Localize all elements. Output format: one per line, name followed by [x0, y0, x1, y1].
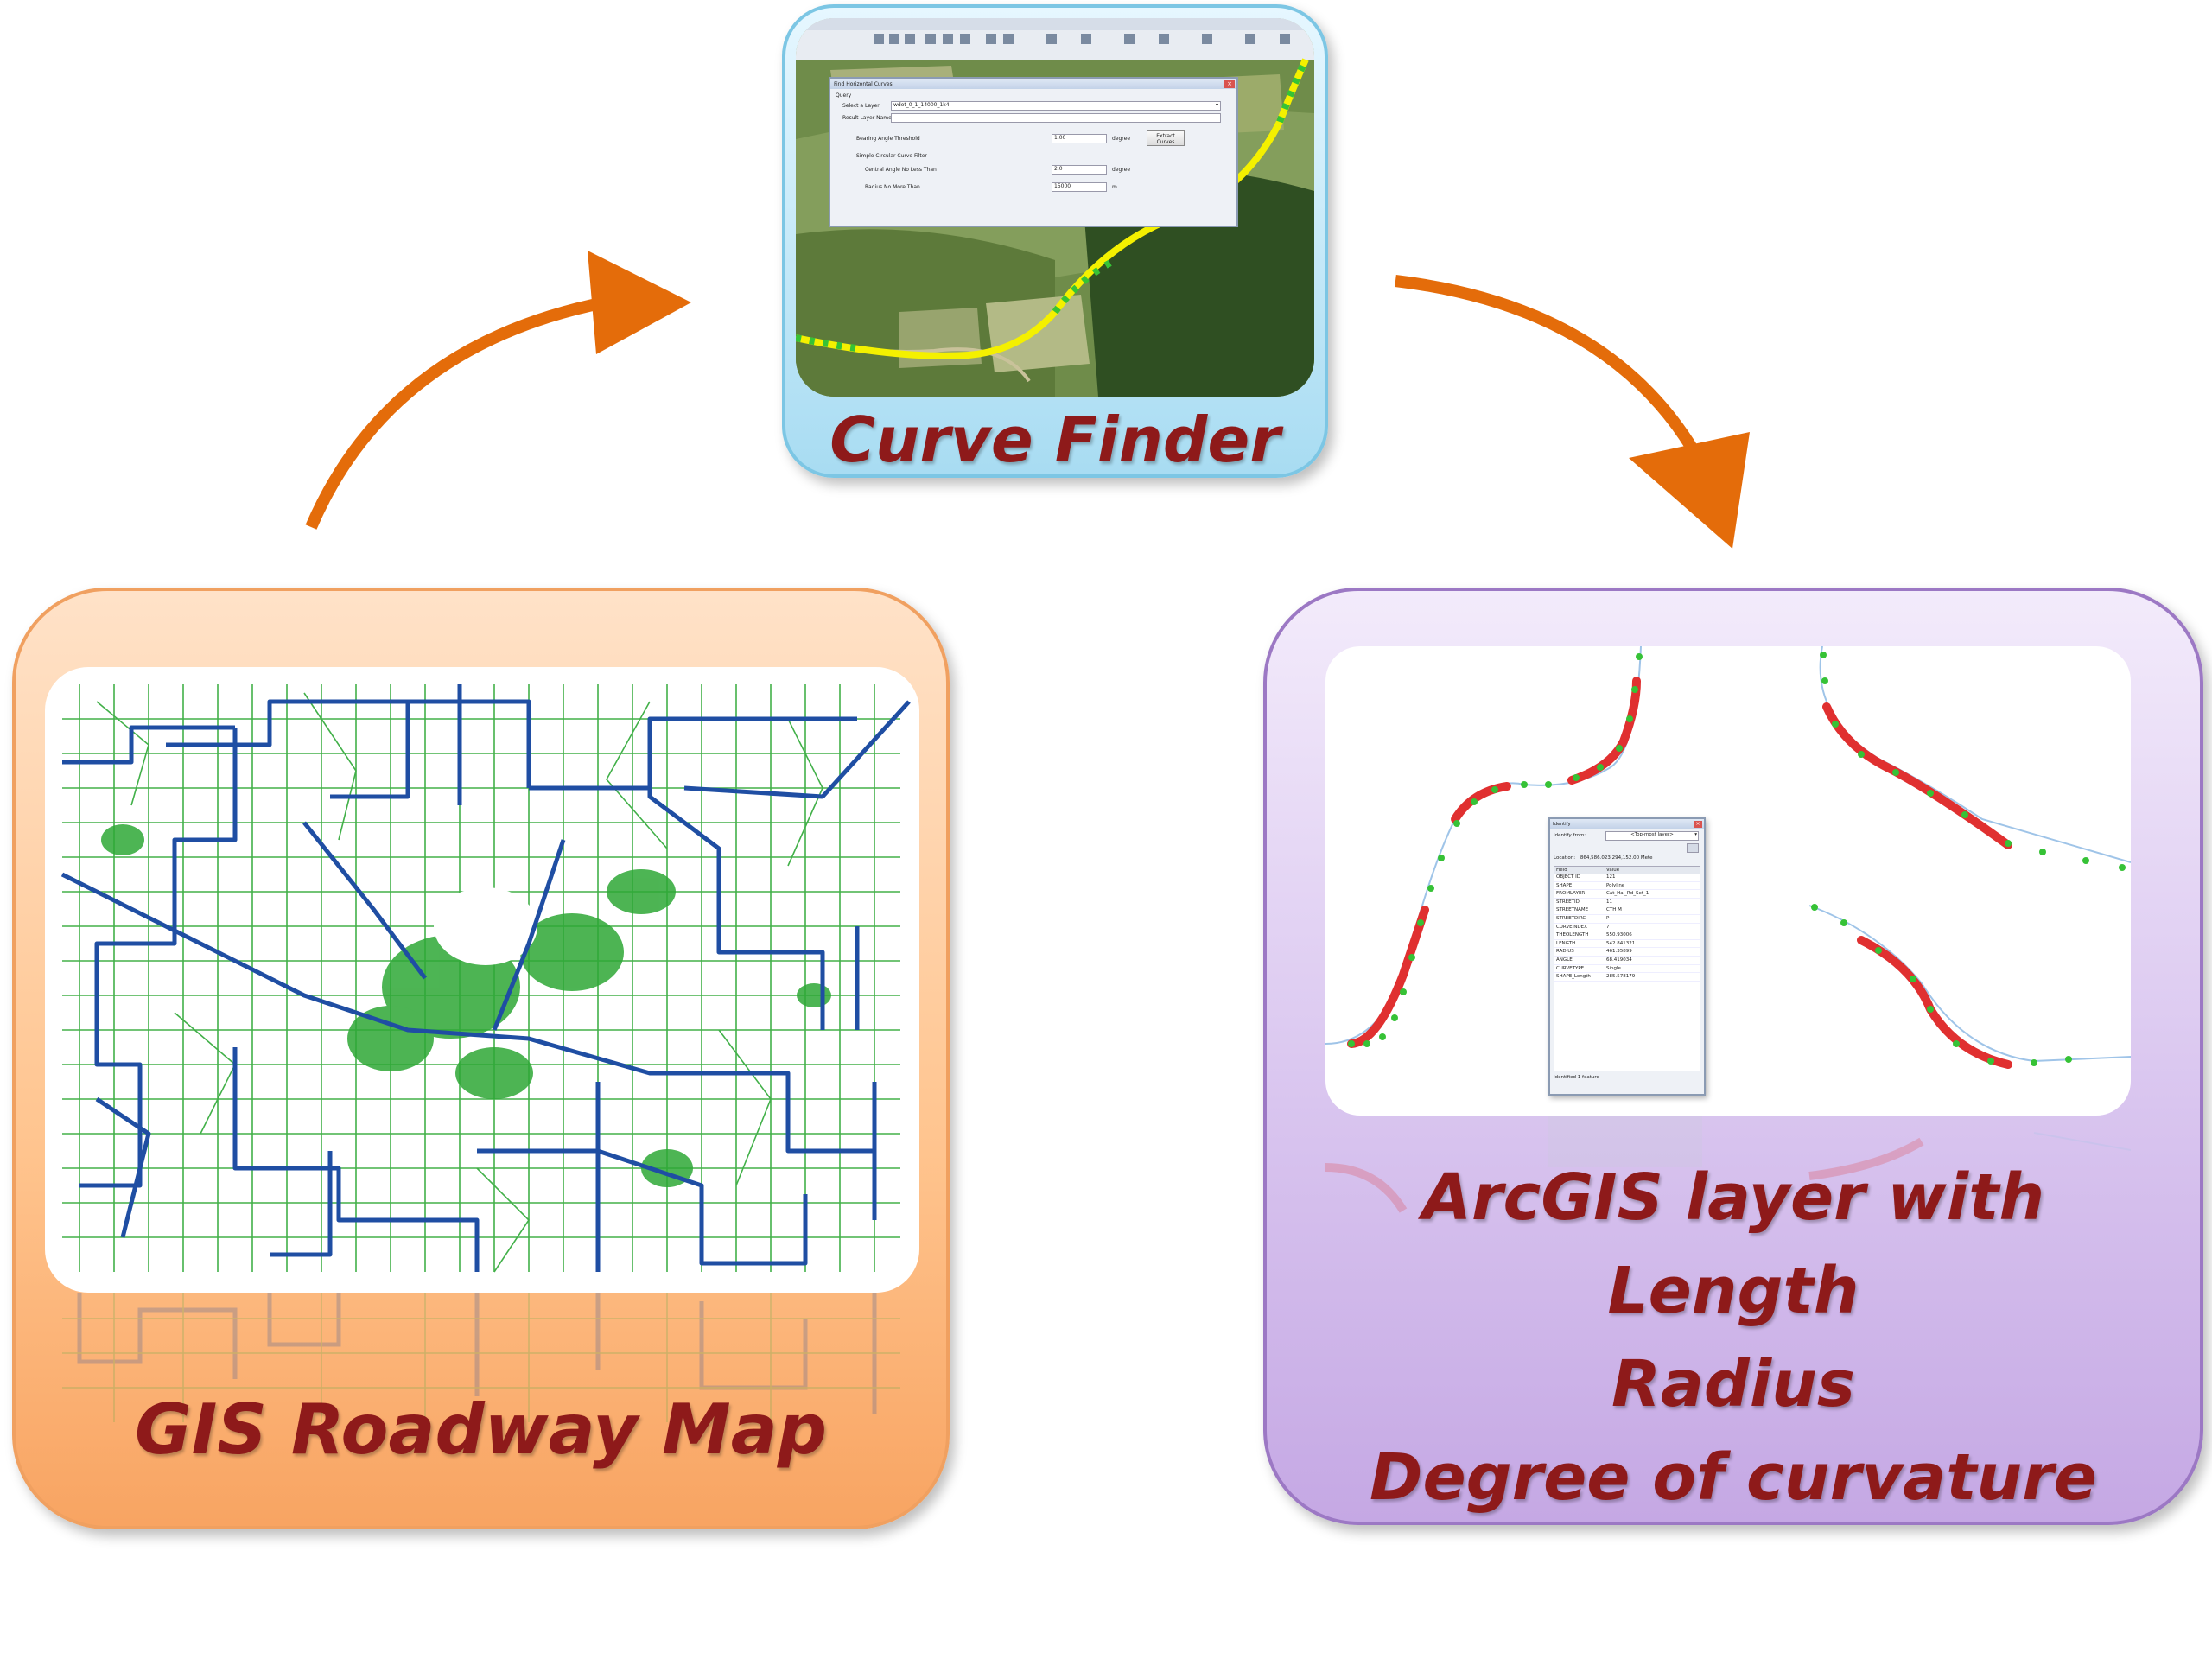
arcgis-label: ArcGIS layer with Length Radius Degree o… [1267, 1151, 2200, 1524]
arrow-up-right [305, 251, 691, 530]
curve-finder-label: Curve Finder [830, 404, 1281, 476]
value-cell: Single [1606, 965, 1621, 971]
value-cell: 11 [1606, 899, 1612, 905]
central-angle-input[interactable]: 2.0 [1052, 165, 1107, 175]
bearing-label: Bearing Angle Threshold [856, 136, 920, 142]
result-layer-label: Result Layer Name: [842, 115, 893, 121]
field-cell: OBJECT ID [1556, 874, 1581, 880]
value-column-header: Value [1606, 868, 1620, 873]
field-cell: STREETID [1556, 899, 1580, 905]
identify-status: Identified 1 feature [1554, 1075, 1599, 1080]
table-row[interactable]: CURVEINDEX 7 [1554, 924, 1700, 932]
table-row[interactable]: CURVETYPE Single [1554, 965, 1700, 974]
chevron-down-icon: ▾ [1215, 102, 1218, 108]
bearing-input[interactable]: 1.00 [1052, 134, 1107, 143]
location-value: 864,586.023 294,152.00 Mete [1580, 855, 1653, 861]
field-cell: THEOLENGTH [1556, 932, 1589, 938]
field-cell: SHAPE [1556, 882, 1573, 888]
arcgis-label-line-1: ArcGIS layer with [1421, 1160, 2045, 1235]
table-row[interactable]: STREETNAME CTH M [1554, 906, 1700, 915]
arcgis-reflection [1325, 1116, 2131, 1219]
close-icon[interactable]: × [1694, 820, 1702, 828]
value-cell: 68.419034 [1606, 957, 1632, 963]
curve-layer-map [1325, 646, 2131, 1069]
table-row[interactable]: FROMLAYER Cat_Hal_Rd_Set_1 [1554, 890, 1700, 899]
identify-from-select[interactable]: <Top-most layer> ▾ [1605, 831, 1699, 841]
lake [434, 887, 537, 965]
field-cell: CURVEINDEX [1556, 924, 1587, 930]
radius-label: Radius No More Than [865, 184, 920, 190]
field-cell: RADIUS [1556, 949, 1574, 955]
select-layer-label: Select a Layer: [842, 103, 881, 109]
table-row[interactable]: ANGLE 68.419034 [1554, 957, 1700, 965]
arrow-down-right [1395, 275, 1750, 549]
chevron-down-icon: ▾ [1694, 832, 1697, 837]
arcgis-panel: Identify × Identify from: <Top-most laye… [1325, 646, 2131, 1116]
value-cell: 550.93006 [1606, 932, 1632, 938]
value-cell: 7 [1606, 924, 1610, 930]
curve-finder-box: Find Horizontal Curves × Query Select a … [782, 4, 1328, 478]
field-cell: STREETDIRC [1556, 915, 1586, 921]
table-row[interactable]: SHAPE Polyline [1554, 882, 1700, 891]
value-cell: Polyline [1606, 882, 1625, 888]
field-column-header: Field [1556, 868, 1567, 873]
identify-tool-icon[interactable] [1687, 843, 1699, 853]
close-icon[interactable]: × [1224, 79, 1235, 88]
field-cell: ANGLE [1556, 957, 1573, 963]
value-cell: 461.35899 [1606, 949, 1632, 955]
value-cell: 285.578179 [1606, 974, 1636, 980]
radius-unit: m [1112, 184, 1117, 190]
table-row[interactable]: STREETDIRC P [1554, 915, 1700, 924]
identify-window: Identify × Identify from: <Top-most laye… [1548, 817, 1706, 1096]
query-label: Query [836, 92, 852, 99]
roadway-map-panel [45, 667, 919, 1293]
central-angle-unit: degree [1112, 167, 1131, 173]
identify-from-label: Identify from: [1554, 833, 1586, 838]
location-label: Location: [1554, 855, 1576, 861]
value-cell: 121 [1606, 874, 1616, 880]
radius-input[interactable]: 15000 [1052, 182, 1107, 192]
table-row[interactable]: THEOLENGTH 550.93006 [1554, 931, 1700, 940]
table-row[interactable]: OBJECT ID 121 [1554, 874, 1700, 882]
field-cell: CURVETYPE [1556, 965, 1585, 971]
result-layer-input[interactable] [891, 113, 1221, 123]
arcgis-label-line-4: Degree of curvature [1370, 1440, 2097, 1515]
table-row[interactable]: STREETID 11 [1554, 899, 1700, 907]
field-cell: LENGTH [1556, 940, 1576, 946]
value-cell: P [1606, 915, 1610, 921]
gis-roadway-map-box: GIS Roadway Map [12, 588, 950, 1529]
simple-filter-label: Simple Circular Curve Filter [856, 153, 927, 159]
arcgis-layer-box: Identify × Identify from: <Top-most laye… [1263, 588, 2203, 1525]
arcgis-label-line-2: Length [1607, 1254, 1859, 1328]
gis-roadway-map-label: GIS Roadway Map [134, 1389, 827, 1470]
layer-select[interactable]: wdot_0_1_14000_1k4 ▾ [891, 101, 1221, 111]
value-cell: 542.841321 [1606, 940, 1636, 946]
extract-curves-button[interactable]: Extract Curves [1147, 130, 1185, 146]
roadway-map [60, 684, 911, 1273]
bearing-unit: degree [1112, 136, 1131, 142]
dialog-title: Find Horizontal Curves [834, 80, 893, 87]
find-curves-dialog: Find Horizontal Curves × Query Select a … [829, 77, 1238, 227]
table-row[interactable]: LENGTH 542.841321 [1554, 940, 1700, 949]
field-cell: STREETNAME [1556, 907, 1589, 913]
table-row[interactable]: RADIUS 461.35899 [1554, 948, 1700, 957]
curve-finder-screenshot: Find Horizontal Curves × Query Select a … [796, 18, 1314, 397]
field-cell: FROMLAYER [1556, 891, 1586, 897]
arcgis-label-line-3: Radius [1611, 1347, 1855, 1421]
value-cell: Cat_Hal_Rd_Set_1 [1606, 891, 1649, 897]
identify-title: Identify [1553, 821, 1571, 827]
map-reflection [45, 1293, 919, 1422]
table-row[interactable]: SHAPE_Length 285.578179 [1554, 973, 1700, 982]
field-cell: SHAPE_Length [1556, 974, 1591, 980]
central-angle-label: Central Angle No Less Than [865, 167, 937, 173]
value-cell: CTH M [1606, 907, 1622, 913]
curve-points [1348, 652, 2126, 1066]
